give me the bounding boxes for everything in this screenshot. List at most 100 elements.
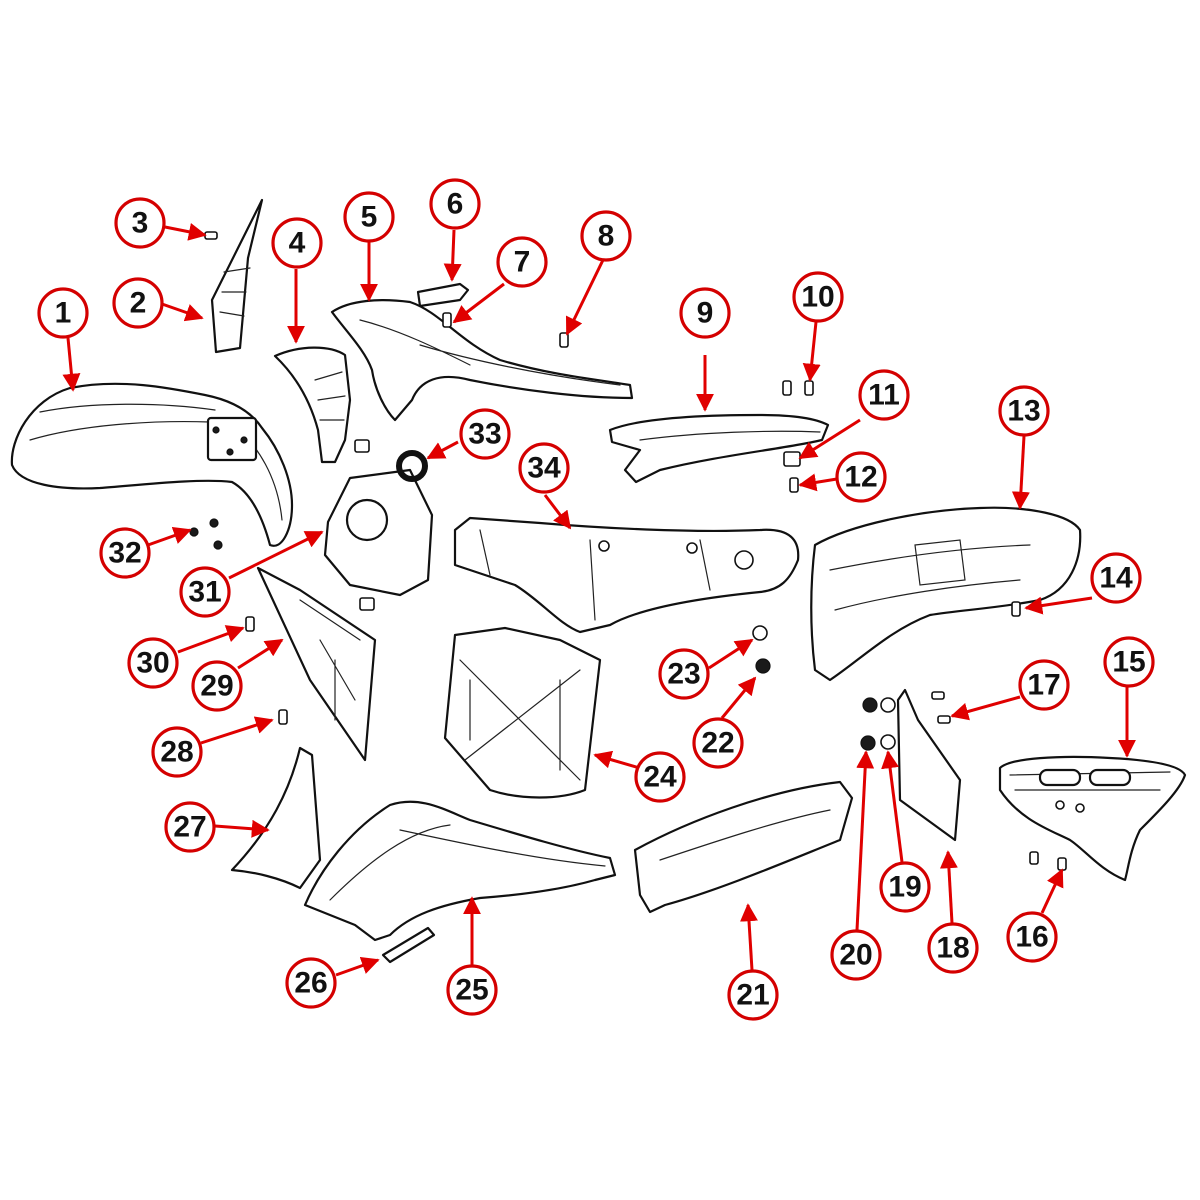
- top-bracket: [416, 282, 470, 308]
- callout-26: 26: [285, 957, 337, 1009]
- bolt-17: [931, 691, 951, 724]
- callout-label: 23: [667, 658, 700, 691]
- callout-label: 11: [868, 379, 900, 412]
- skid-plate: [256, 566, 377, 762]
- callout-label: 7: [514, 246, 531, 279]
- callout-label: 16: [1015, 921, 1048, 954]
- bolt-14: [1011, 601, 1021, 617]
- fuel-tank-cover: [330, 299, 634, 422]
- callout-label: 32: [108, 537, 141, 570]
- fasteners-32: [189, 518, 223, 550]
- side-shroud: [303, 800, 617, 942]
- callout-label: 18: [936, 932, 969, 965]
- rear-side-plate: [896, 688, 962, 842]
- callout-8: 8: [580, 210, 632, 262]
- airbox-housing: [323, 439, 434, 611]
- callout-28: 28: [151, 726, 203, 778]
- callout-label: 10: [801, 281, 834, 314]
- callout-label: 26: [294, 967, 327, 1000]
- callout-label: 1: [55, 297, 72, 330]
- front-number-plate: [210, 198, 264, 354]
- seat: [453, 516, 800, 634]
- callout-label: 29: [200, 670, 233, 703]
- rear-fender: [810, 506, 1082, 682]
- o-ring: [396, 450, 428, 482]
- exhaust-heat-shield: [998, 755, 1187, 882]
- callout-13: 13: [998, 385, 1050, 437]
- callout-label: 34: [527, 452, 561, 485]
- washer-23: [752, 625, 768, 641]
- bolt-16: [1029, 851, 1067, 871]
- callout-label: 33: [468, 418, 501, 451]
- radiator-guard: [443, 626, 602, 799]
- callout-16: 16: [1006, 911, 1058, 963]
- callout-6: 6: [429, 178, 481, 230]
- callout-25: 25: [446, 964, 498, 1016]
- callout-2: 2: [112, 277, 164, 329]
- callout-label: 22: [701, 727, 734, 760]
- callout-24: 24: [634, 751, 686, 803]
- callout-label: 5: [361, 201, 378, 234]
- callout-label: 25: [455, 974, 488, 1007]
- front-side-panel: [230, 746, 322, 890]
- callout-label: 24: [643, 761, 677, 794]
- bolt-30: [245, 616, 255, 632]
- callout-label: 17: [1027, 669, 1060, 702]
- callout-22: 22: [692, 717, 744, 769]
- callout-31: 31: [179, 566, 231, 618]
- leader-arrows: [62, 222, 1136, 977]
- callout-7: 7: [496, 236, 548, 288]
- callout-20: 20: [830, 929, 882, 981]
- callout-19: 19: [879, 861, 931, 913]
- callout-30: 30: [127, 637, 179, 689]
- bolt-12: [789, 477, 799, 493]
- callout-label: 14: [1099, 562, 1133, 595]
- callout-1: 1: [37, 287, 89, 339]
- visor-screw: [204, 231, 218, 240]
- bolt-10: [782, 380, 814, 396]
- callout-5: 5: [343, 191, 395, 243]
- callout-23: 23: [658, 648, 710, 700]
- callout-label: 13: [1007, 395, 1040, 428]
- callout-34: 34: [518, 442, 570, 494]
- callout-label: 2: [130, 287, 147, 320]
- callout-10: 10: [792, 271, 844, 323]
- washer-19: [880, 697, 896, 750]
- grommet-20: [860, 697, 878, 751]
- callout-label: 30: [136, 647, 169, 680]
- grommet-22: [755, 658, 771, 674]
- callout-33: 33: [459, 408, 511, 460]
- callout-29: 29: [191, 660, 243, 712]
- left-side-cover: [633, 780, 854, 914]
- callout-27: 27: [164, 801, 216, 853]
- callout-32: 32: [99, 527, 151, 579]
- callout-label: 21: [736, 979, 769, 1012]
- bolt-28: [278, 709, 288, 725]
- callout-label: 4: [289, 227, 306, 260]
- bolt-7: [442, 312, 452, 328]
- clip-11: [783, 451, 801, 467]
- callout-label: 27: [173, 811, 206, 844]
- callout-label: 31: [188, 576, 221, 609]
- seat-bracket: [608, 413, 830, 484]
- callout-21: 21: [727, 969, 779, 1021]
- callout-15: 15: [1103, 636, 1155, 688]
- callout-label: 28: [160, 736, 193, 769]
- callout-17: 17: [1018, 659, 1070, 711]
- callout-9: 9: [679, 287, 731, 339]
- callout-label: 19: [888, 871, 921, 904]
- front-fender: [10, 382, 294, 547]
- shroud-bracket: [381, 926, 436, 964]
- callout-4: 4: [271, 217, 323, 269]
- callout-label: 3: [132, 207, 149, 240]
- callout-11: 11: [858, 369, 910, 421]
- callout-label: 6: [447, 188, 464, 221]
- callout-3: 3: [114, 197, 166, 249]
- bolt-8: [559, 332, 569, 348]
- callout-label: 20: [839, 939, 872, 972]
- callout-14: 14: [1090, 552, 1142, 604]
- callout-label: 9: [697, 297, 714, 330]
- callout-label: 15: [1112, 646, 1145, 679]
- callout-label: 12: [844, 461, 877, 494]
